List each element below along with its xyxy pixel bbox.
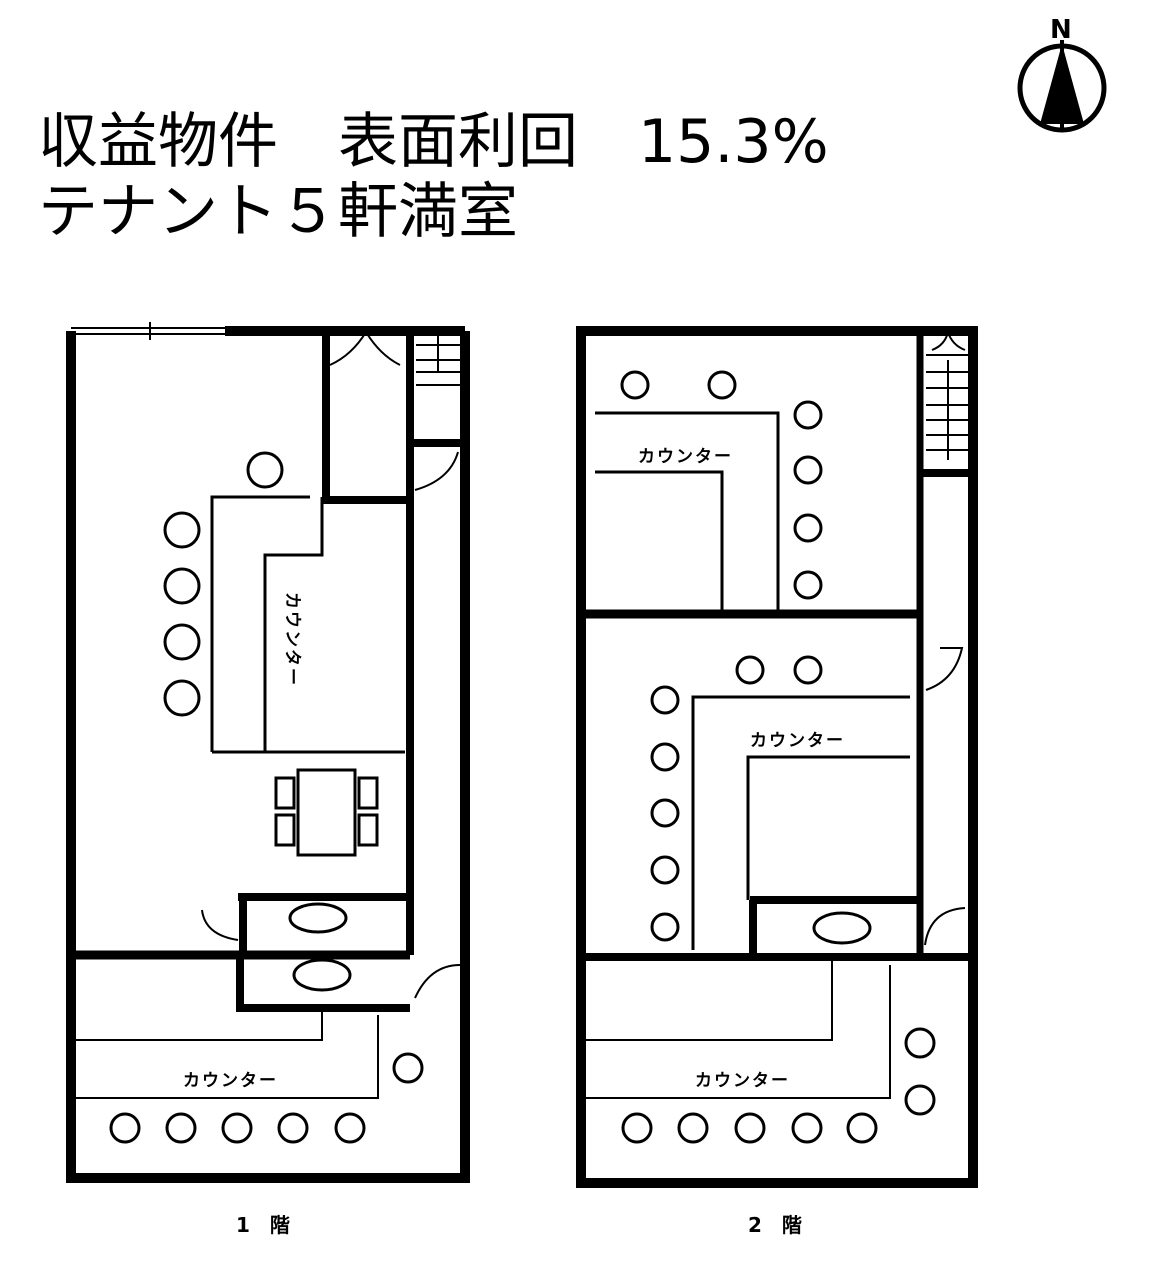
- stool-icon: [904, 1027, 936, 1059]
- counter-label: カウンター: [695, 1071, 790, 1091]
- headline-yield: 収益物件 表面利回 15.3%: [38, 107, 829, 177]
- stool-icon: [650, 685, 680, 715]
- stool-icon: [221, 1112, 253, 1144]
- stool-icon: [163, 567, 201, 605]
- stool-icon: [163, 679, 201, 717]
- stool-icon: [246, 451, 284, 489]
- floor-1-plan: [66, 322, 470, 1183]
- stool-icon: [163, 511, 201, 549]
- north-label: N: [1050, 15, 1072, 45]
- stool-icon: [163, 623, 201, 661]
- north-compass-icon: N: [1017, 15, 1107, 133]
- stool-icon: [707, 370, 737, 400]
- stools: [109, 370, 936, 1144]
- floor-2-plan: [576, 326, 978, 1188]
- stool-icon: [650, 798, 680, 828]
- stool-icon: [793, 655, 823, 685]
- stool-icon: [793, 513, 823, 543]
- counter-label: カウンター: [183, 1071, 278, 1091]
- stool-icon: [620, 370, 650, 400]
- stool-icon: [165, 1112, 197, 1144]
- headline-tenants: テナント５軒満室: [38, 177, 518, 247]
- stool-icon: [392, 1052, 424, 1084]
- stool-icon: [334, 1112, 366, 1144]
- stool-icon: [650, 912, 680, 942]
- stool-icon: [109, 1112, 141, 1144]
- stool-icon: [677, 1112, 709, 1144]
- stool-icon: [791, 1112, 823, 1144]
- stool-icon: [734, 1112, 766, 1144]
- floor-1-label: 1 階: [236, 1213, 290, 1237]
- stool-icon: [650, 855, 680, 885]
- stool-icon: [650, 742, 680, 772]
- stool-icon: [904, 1084, 936, 1116]
- counter-label: カウンター: [750, 731, 845, 751]
- floor-2-label: 2 階: [748, 1213, 802, 1237]
- stool-icon: [621, 1112, 653, 1144]
- counter-label: カウンター: [638, 447, 733, 467]
- stool-icon: [793, 455, 823, 485]
- counter-label: カウンター: [282, 592, 302, 687]
- stool-icon: [846, 1112, 878, 1144]
- stool-icon: [793, 570, 823, 600]
- stool-icon: [735, 655, 765, 685]
- stool-icon: [793, 400, 823, 430]
- stool-icon: [277, 1112, 309, 1144]
